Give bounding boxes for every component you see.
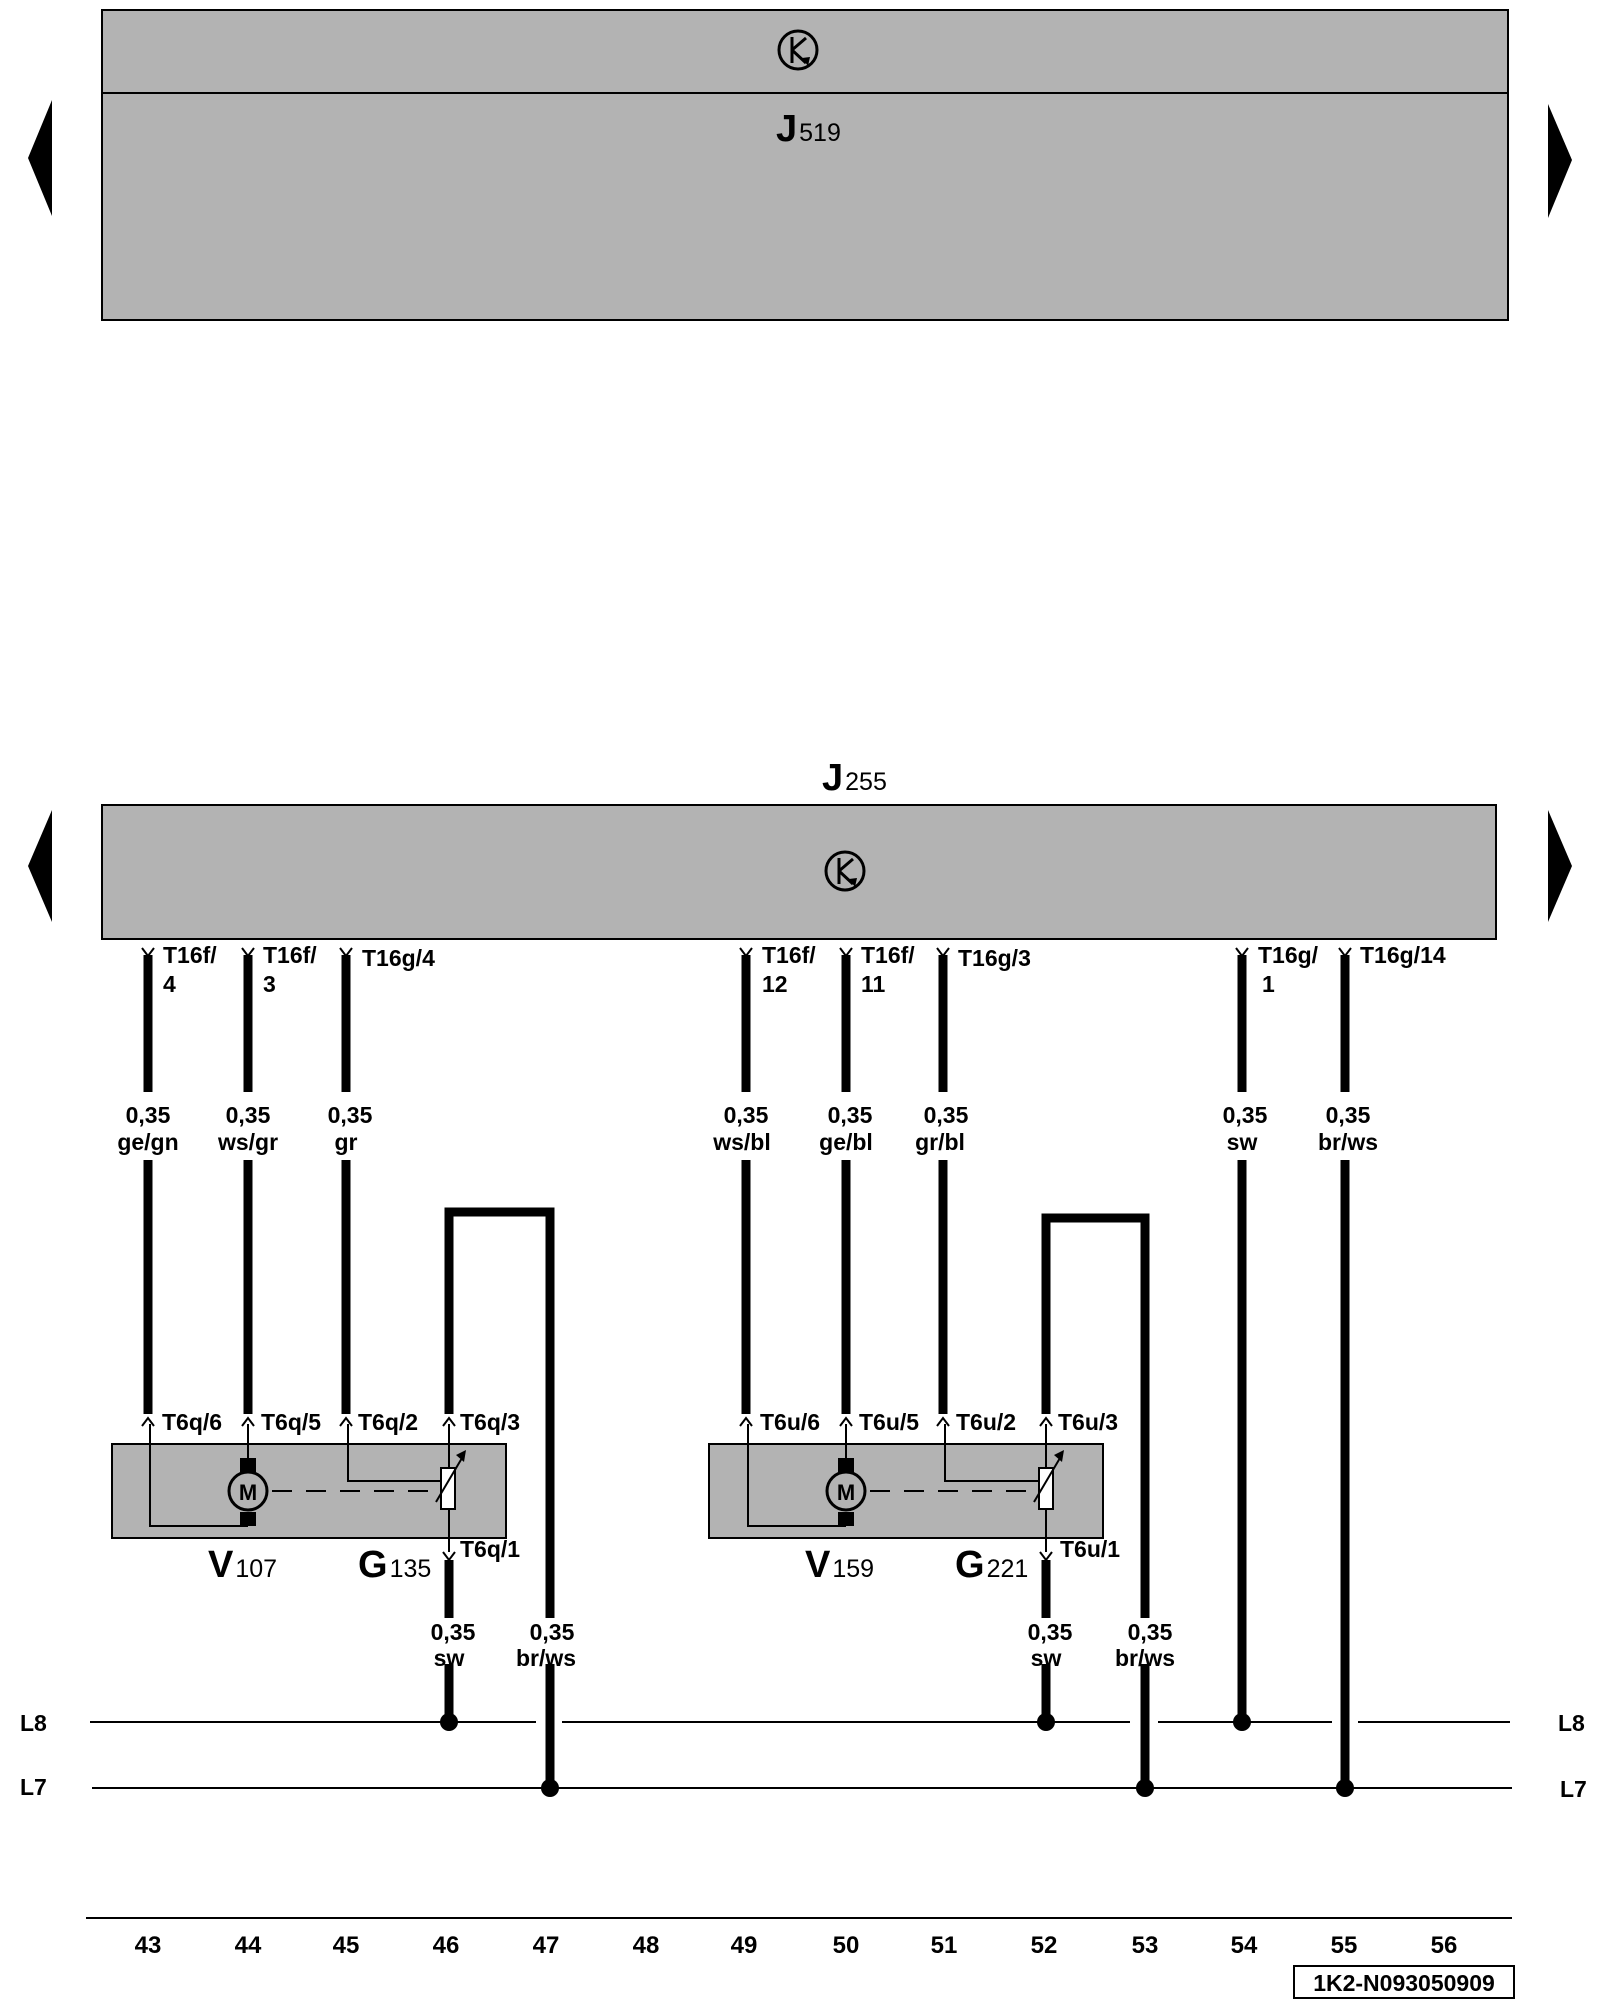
bus-lines: L8 L7 L8 L7 bbox=[20, 1710, 1587, 1802]
svg-text:0,35: 0,35 bbox=[328, 1102, 373, 1128]
j519-label: J519 bbox=[776, 108, 841, 150]
j255-pin-labels: T16f/ 4 T16f/ 3 T16g/4 T16f/ 12 T16f/ 11… bbox=[163, 942, 1446, 997]
svg-text:0,35: 0,35 bbox=[226, 1102, 271, 1128]
svg-text:br/ws: br/ws bbox=[516, 1645, 576, 1671]
connector-arrows-j255 bbox=[141, 947, 1352, 958]
svg-text:T6u/1: T6u/1 bbox=[1060, 1536, 1120, 1562]
svg-text:11: 11 bbox=[861, 971, 886, 997]
potentiometer-icon bbox=[1033, 1450, 1064, 1510]
svg-text:3: 3 bbox=[263, 971, 276, 997]
svg-text:gr: gr bbox=[335, 1129, 358, 1155]
svg-text:T6q/5: T6q/5 bbox=[261, 1409, 321, 1435]
svg-text:T6u/5: T6u/5 bbox=[859, 1409, 919, 1435]
svg-text:T6q/1: T6q/1 bbox=[460, 1536, 520, 1562]
svg-text:0,35: 0,35 bbox=[530, 1619, 575, 1645]
wire-52-53-loop bbox=[1041, 1213, 1150, 1618]
lower-wire-labels: 0,35 sw 0,35 br/ws 0,35 sw 0,35 br/ws bbox=[431, 1619, 1175, 1671]
svg-text:T16g/4: T16g/4 bbox=[362, 945, 435, 971]
svg-text:47: 47 bbox=[533, 1932, 560, 1959]
svg-text:T6q/2: T6q/2 bbox=[358, 1409, 418, 1435]
control-unit-j519: J519 bbox=[101, 9, 1509, 321]
v159-label: V159 bbox=[805, 1544, 874, 1586]
svg-text:L8: L8 bbox=[20, 1710, 47, 1736]
svg-text:0,35: 0,35 bbox=[1028, 1619, 1073, 1645]
svg-text:ge/bl: ge/bl bbox=[819, 1129, 873, 1155]
svg-text:0,35: 0,35 bbox=[724, 1102, 769, 1128]
potentiometer-icon bbox=[435, 1450, 466, 1510]
svg-text:55: 55 bbox=[1331, 1932, 1358, 1959]
svg-text:L8: L8 bbox=[1558, 1710, 1585, 1736]
svg-text:sw: sw bbox=[1031, 1645, 1062, 1671]
svg-text:M: M bbox=[837, 1480, 855, 1505]
module-v159-g221: M T6u/6 T6u/5 T6u/2 T6u/3 T6u/1 V159 G22… bbox=[708, 1409, 1120, 1586]
svg-text:0,35: 0,35 bbox=[1326, 1102, 1371, 1128]
svg-text:T6u/3: T6u/3 bbox=[1058, 1409, 1118, 1435]
svg-text:45: 45 bbox=[333, 1932, 360, 1959]
svg-text:T16f/: T16f/ bbox=[263, 942, 317, 968]
svg-text:T16f/: T16f/ bbox=[163, 942, 217, 968]
svg-text:46: 46 bbox=[433, 1932, 460, 1959]
svg-text:T16g/: T16g/ bbox=[1258, 942, 1319, 968]
module-v107-g135: M T6q/6 T6q/5 T6q/2 T6q/3 T6q/1 V107 G13… bbox=[111, 1409, 520, 1586]
arrow-right-icon[interactable] bbox=[1548, 810, 1572, 922]
svg-text:T16f/: T16f/ bbox=[861, 942, 915, 968]
svg-text:1: 1 bbox=[1262, 971, 1275, 997]
svg-text:ws/bl: ws/bl bbox=[712, 1129, 771, 1155]
can-bus-icon bbox=[777, 29, 819, 71]
svg-text:gr/bl: gr/bl bbox=[915, 1129, 965, 1155]
motor-icon: M bbox=[227, 1458, 269, 1526]
svg-text:48: 48 bbox=[633, 1932, 660, 1959]
svg-text:0,35: 0,35 bbox=[126, 1102, 171, 1128]
g135-label: G135 bbox=[358, 1544, 431, 1586]
svg-text:M: M bbox=[239, 1480, 257, 1505]
wire-size-color-labels: 0,35 ge/gn 0,35 ws/gr 0,35 gr 0,35 ws/bl… bbox=[110, 1095, 1390, 1157]
wires-group bbox=[143, 955, 1350, 1788]
svg-text:sw: sw bbox=[434, 1645, 465, 1671]
svg-text:sw: sw bbox=[1227, 1129, 1258, 1155]
column-numbers: 43 44 45 46 47 48 49 50 51 52 53 54 55 5… bbox=[86, 1917, 1512, 1959]
svg-text:0,35: 0,35 bbox=[1128, 1619, 1173, 1645]
can-bus-icon bbox=[824, 850, 866, 892]
svg-text:44: 44 bbox=[235, 1932, 262, 1959]
svg-text:ws/gr: ws/gr bbox=[217, 1129, 278, 1155]
v107-label: V107 bbox=[208, 1544, 277, 1586]
svg-text:br/ws: br/ws bbox=[1318, 1129, 1378, 1155]
svg-text:43: 43 bbox=[135, 1932, 162, 1959]
svg-text:T16f/: T16f/ bbox=[762, 942, 816, 968]
svg-text:T16g/3: T16g/3 bbox=[958, 945, 1031, 971]
svg-text:br/ws: br/ws bbox=[1115, 1645, 1175, 1671]
svg-text:L7: L7 bbox=[20, 1774, 47, 1800]
svg-text:12: 12 bbox=[762, 971, 788, 997]
svg-text:1K2-N093050909: 1K2-N093050909 bbox=[1313, 1970, 1495, 1996]
svg-text:L7: L7 bbox=[1560, 1776, 1587, 1802]
svg-text:ge/gn: ge/gn bbox=[117, 1129, 178, 1155]
svg-text:4: 4 bbox=[163, 971, 176, 997]
svg-text:51: 51 bbox=[931, 1932, 958, 1959]
svg-text:53: 53 bbox=[1132, 1932, 1159, 1959]
motor-icon: M bbox=[825, 1458, 867, 1526]
svg-text:T16g/14: T16g/14 bbox=[1360, 942, 1446, 968]
svg-text:56: 56 bbox=[1431, 1932, 1458, 1959]
arrow-left-icon[interactable] bbox=[28, 810, 52, 922]
wire-46-47-loop bbox=[444, 1207, 555, 1618]
svg-text:0,35: 0,35 bbox=[431, 1619, 476, 1645]
svg-text:50: 50 bbox=[833, 1932, 860, 1959]
arrow-left-icon[interactable] bbox=[28, 100, 52, 216]
svg-text:0,35: 0,35 bbox=[1223, 1102, 1268, 1128]
g221-label: G221 bbox=[955, 1544, 1028, 1586]
svg-text:T6u/2: T6u/2 bbox=[956, 1409, 1016, 1435]
svg-text:T6q/3: T6q/3 bbox=[460, 1409, 520, 1435]
document-id: 1K2-N093050909 bbox=[1293, 1965, 1515, 1999]
svg-text:0,35: 0,35 bbox=[828, 1102, 873, 1128]
svg-text:0,35: 0,35 bbox=[924, 1102, 969, 1128]
svg-text:52: 52 bbox=[1031, 1932, 1058, 1959]
svg-text:T6q/6: T6q/6 bbox=[162, 1409, 222, 1435]
j255-label: J255 bbox=[822, 757, 887, 799]
svg-text:54: 54 bbox=[1231, 1932, 1258, 1959]
svg-text:T6u/6: T6u/6 bbox=[760, 1409, 820, 1435]
svg-text:49: 49 bbox=[731, 1932, 758, 1959]
arrow-right-icon[interactable] bbox=[1548, 104, 1572, 218]
control-unit-j255: J255 bbox=[101, 757, 1497, 940]
